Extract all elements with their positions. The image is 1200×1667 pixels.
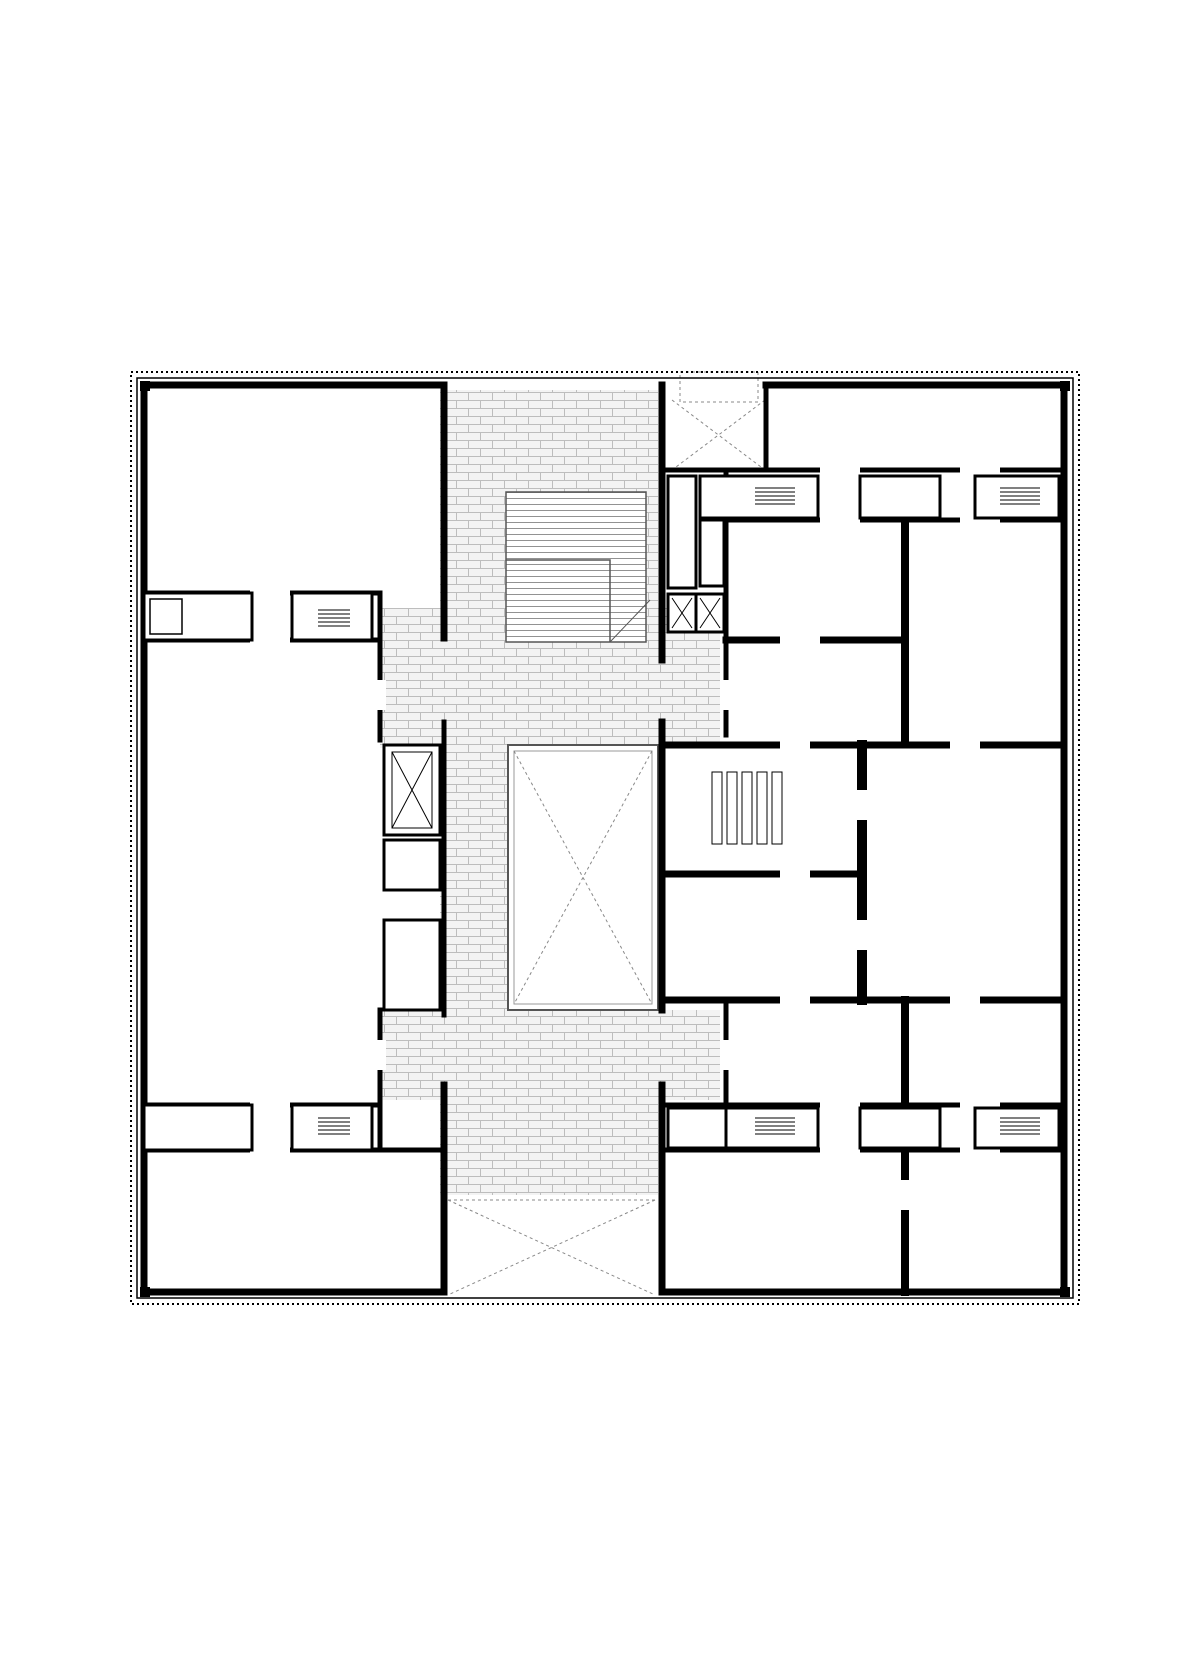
stair-ne-1 (698, 474, 820, 520)
central-atrium (507, 744, 659, 1011)
stair-landing-line (506, 559, 611, 642)
seating-block (711, 771, 783, 845)
south-void-cross (447, 1199, 656, 1296)
small-stairs (318, 487, 1040, 1135)
shaft-se-2 (858, 1106, 942, 1150)
lift-crosses (391, 597, 721, 829)
service-cores (142, 474, 1061, 1152)
wc-west (382, 918, 442, 1012)
facade-inner-line (136, 377, 1074, 1299)
stair-arrow-line (609, 599, 651, 643)
main-stair (505, 491, 651, 643)
stair-nw (290, 591, 374, 642)
void-markers (447, 371, 766, 1296)
south-hall-paving (440, 1095, 658, 1195)
north-void-cross (671, 399, 766, 471)
stair-sw (290, 1103, 374, 1152)
lift-cross-1 (671, 597, 693, 629)
north-entry-opening (679, 371, 759, 403)
west-corridor-paving (440, 745, 510, 1015)
stair-se-2 (973, 1106, 1061, 1150)
shaft-se-1 (666, 1106, 728, 1150)
service-room-west (382, 838, 442, 892)
lift-cross-2 (699, 597, 721, 629)
lower-cross-corridor-paving (380, 1010, 720, 1100)
facade-edges (130, 371, 1080, 1305)
shaft-sw-1 (142, 1103, 254, 1152)
facade-corners (140, 381, 1070, 1297)
shaft-ne (858, 474, 942, 520)
stair-se-1 (724, 1106, 820, 1150)
stair-flight (505, 491, 647, 643)
atrium-void-cross (513, 750, 653, 1005)
riser-shaft (666, 474, 698, 590)
lift-west-cross (391, 751, 433, 829)
stair-ne-2 (973, 474, 1061, 520)
